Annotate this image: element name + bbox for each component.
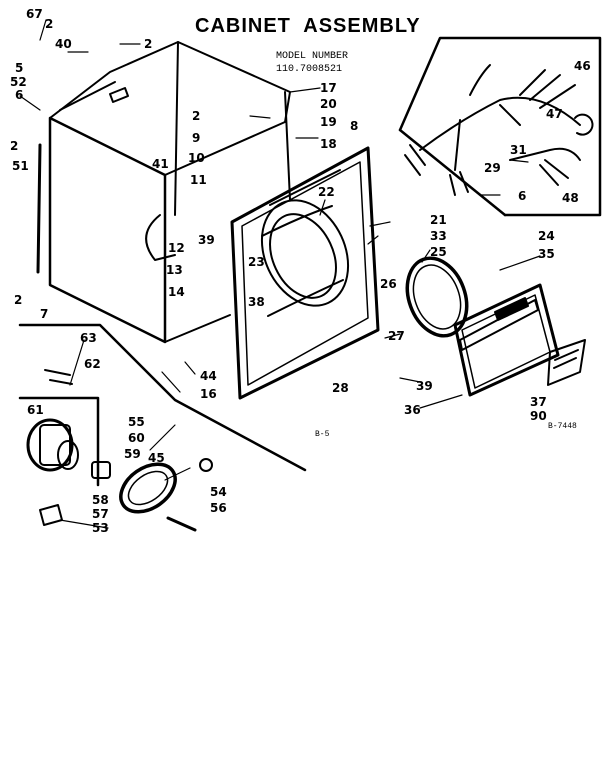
callout-label: 31 bbox=[510, 143, 527, 157]
callout-label: 19 bbox=[320, 115, 337, 129]
callout-label: 60 bbox=[128, 431, 145, 445]
callout-label: 27 bbox=[388, 329, 405, 343]
callout-label: 6 bbox=[15, 88, 23, 102]
callout-label: 20 bbox=[320, 97, 337, 111]
callout-label: 46 bbox=[574, 59, 591, 73]
callout-label: 9 bbox=[192, 131, 200, 145]
callout-label: 39 bbox=[198, 233, 215, 247]
callout-label: 2 bbox=[14, 293, 22, 307]
callout-label: 24 bbox=[538, 229, 555, 243]
callout-label: 2 bbox=[10, 139, 18, 153]
callout-label: 39 bbox=[416, 379, 433, 393]
page-code: B-5 bbox=[315, 430, 330, 439]
callout-label: 21 bbox=[430, 213, 447, 227]
callout-label: 62 bbox=[84, 357, 101, 371]
callout-label: 7 bbox=[40, 307, 48, 321]
callout-label: 47 bbox=[546, 107, 563, 121]
callout-label: 17 bbox=[320, 81, 337, 95]
callout-label: 5 bbox=[15, 61, 23, 75]
callout-label: 26 bbox=[380, 277, 397, 291]
callout-label: 67 bbox=[26, 7, 43, 21]
callout-label: 35 bbox=[538, 247, 555, 261]
callout-label: 22 bbox=[318, 185, 335, 199]
callout-label: 37 bbox=[530, 395, 547, 409]
callout-label: 53 bbox=[92, 521, 109, 535]
callout-label: 59 bbox=[124, 447, 141, 461]
callout-label: 48 bbox=[562, 191, 579, 205]
callout-label: 55 bbox=[128, 415, 145, 429]
callout-label: 23 bbox=[248, 255, 265, 269]
wiring-harness-inset bbox=[398, 36, 602, 217]
leader-lines bbox=[19, 19, 541, 529]
callout-label: 8 bbox=[350, 119, 358, 133]
callout-label: 18 bbox=[320, 137, 337, 151]
callout-label: 13 bbox=[166, 263, 183, 277]
callout-label: 12 bbox=[168, 241, 185, 255]
callout-label: 36 bbox=[404, 403, 421, 417]
front-panel bbox=[230, 146, 380, 400]
callout-label: 11 bbox=[190, 173, 207, 187]
callout-label: 10 bbox=[188, 151, 205, 165]
callout-numbers: 67 2 40 2 5 52 6 2 51 2 7 41 2 9 10 11 1… bbox=[10, 7, 591, 535]
model-number-label: MODEL NUMBER bbox=[276, 51, 348, 62]
callout-label: 51 bbox=[12, 159, 29, 173]
callout-label: 90 bbox=[530, 409, 547, 423]
model-number-value: 110.7008521 bbox=[276, 64, 342, 75]
callout-label: 14 bbox=[168, 285, 185, 299]
diagram-title: CABINET ASSEMBLY bbox=[195, 15, 421, 37]
cabinet-shell bbox=[36, 41, 291, 344]
callout-label: 44 bbox=[200, 369, 217, 383]
callout-label: 25 bbox=[430, 245, 447, 259]
callout-label: 28 bbox=[332, 381, 349, 395]
callout-label: 33 bbox=[430, 229, 447, 243]
drawing-code: B-7448 bbox=[548, 422, 577, 431]
callout-label: 38 bbox=[248, 295, 265, 309]
dryer-door bbox=[453, 283, 586, 397]
callout-label: 41 bbox=[152, 157, 169, 171]
callout-label: 61 bbox=[27, 403, 44, 417]
callout-label: 40 bbox=[55, 37, 72, 51]
motor-inset bbox=[18, 323, 307, 532]
callout-label: 29 bbox=[484, 161, 501, 175]
callout-label: 2 bbox=[45, 17, 53, 31]
callout-label: 52 bbox=[10, 75, 27, 89]
callout-label: 2 bbox=[192, 109, 200, 123]
callout-label: 58 bbox=[92, 493, 109, 507]
callout-label: 16 bbox=[200, 387, 217, 401]
callout-label: 54 bbox=[210, 485, 227, 499]
callout-label: 63 bbox=[80, 331, 97, 345]
door-gasket bbox=[405, 256, 469, 338]
callout-label: 2 bbox=[144, 37, 152, 51]
callout-label: 6 bbox=[518, 189, 526, 203]
callout-label: 45 bbox=[148, 451, 165, 465]
callout-label: 56 bbox=[210, 501, 227, 515]
callout-label: 57 bbox=[92, 507, 109, 521]
